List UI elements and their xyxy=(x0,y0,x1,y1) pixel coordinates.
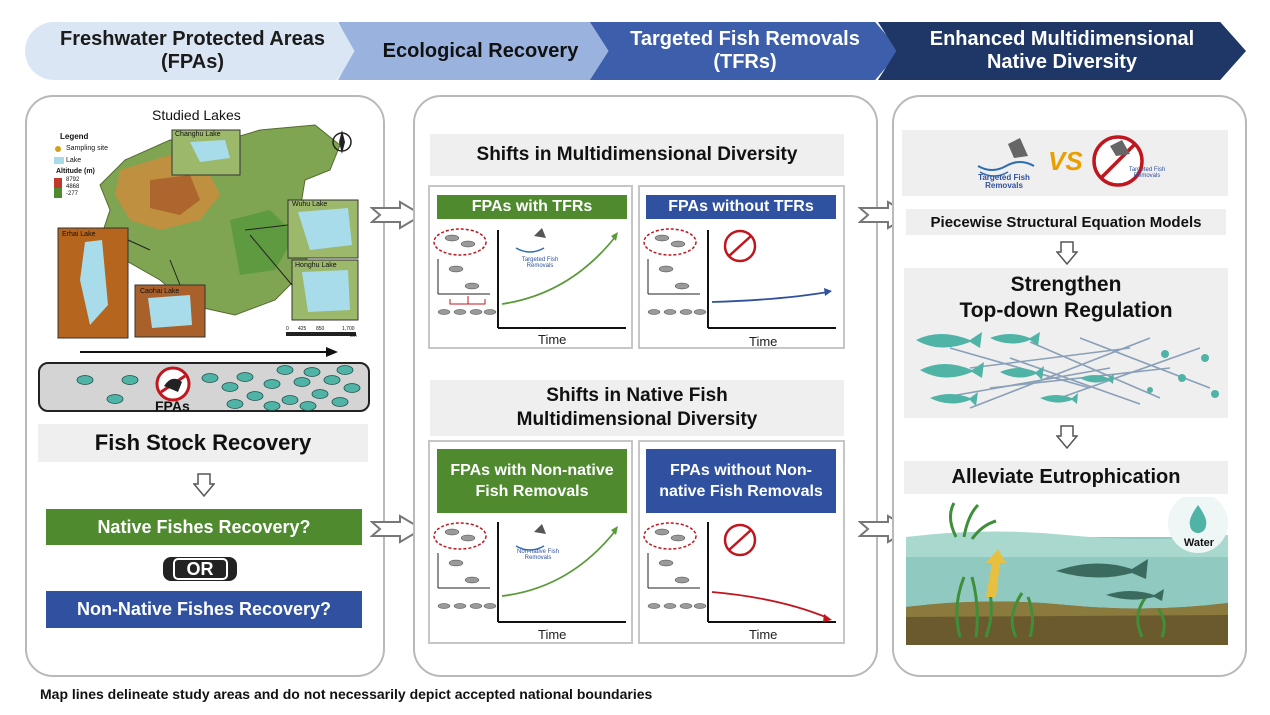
time-label-1: Time xyxy=(538,332,567,347)
svg-text:VS: VS xyxy=(1048,146,1083,176)
banner-step-ecological-recovery: Ecological Recovery xyxy=(338,22,613,80)
banner-step-fpas: Freshwater Protected Areas (FPAs) xyxy=(25,22,360,80)
lake-label-caohai: Caohai Lake xyxy=(140,288,180,295)
tfr-logo-label: Targeted Fish Removals xyxy=(521,257,559,269)
alleviate-eutrophication: Alleviate Eutrophication xyxy=(904,461,1228,494)
down-arrow-3-icon xyxy=(1056,425,1078,450)
or-label: OR xyxy=(172,558,228,580)
lake-label-erhai: Erhai Lake xyxy=(62,231,96,238)
altitude-mid: 4868 xyxy=(66,184,80,190)
right-arrow-1-icon xyxy=(370,200,424,230)
fpas-label: FPAs xyxy=(155,398,190,414)
altitude-high: 8792 xyxy=(66,177,80,183)
multidimensional-diversity-title: Shifts in Multidimensional Diversity xyxy=(430,134,844,176)
altitude-low: -277 xyxy=(66,191,79,197)
with-tfrs-graph xyxy=(433,228,626,329)
down-arrow-2-icon xyxy=(1056,241,1078,266)
tfr-vs-icons: VS xyxy=(977,135,1144,187)
fish-stock-recovery: Fish Stock Recovery xyxy=(38,424,368,462)
without-nonnative-graph xyxy=(643,522,836,623)
right-tfr-logo: Targeted Fish Removals xyxy=(978,173,1030,190)
time-progress-arrow xyxy=(80,347,338,357)
banner-step-native-diversity: Enhanced Multidimensional Native Diversi… xyxy=(878,22,1246,80)
lake-label-wuhu: Wuhu Lake xyxy=(292,201,328,208)
piecewise-sem-label: Piecewise Structural Equation Models xyxy=(906,209,1226,235)
water-label: Water xyxy=(1183,537,1215,549)
without-tfrs-graph xyxy=(643,228,836,329)
fpas-with-nonnative-removals: FPAs with Non-native Fish Removals xyxy=(437,449,627,513)
time-label-2: Time xyxy=(749,334,778,349)
vs-label: VS xyxy=(1048,147,1049,148)
scale-850: 850 xyxy=(316,326,325,332)
map-title: Studied Lakes xyxy=(152,107,241,123)
fpas-without-nonnative-removals: FPAs without Non-native Fish Removals xyxy=(646,449,836,513)
legend-lake: Lake xyxy=(66,157,82,164)
native-fish-diversity-title: Shifts in Native Fish Multidimensional D… xyxy=(430,380,844,436)
fish-school-illustration xyxy=(76,365,361,411)
native-title-line1: Shifts in Native Fish xyxy=(546,385,728,406)
right-no-tfr-logo: Targeted Fish Removals xyxy=(1128,167,1166,179)
legend-title: Legend xyxy=(60,132,89,141)
lake-label-honghu: Honghu Lake xyxy=(295,262,337,269)
banner-step-tfrs: Targeted Fish Removals (TFRs) xyxy=(590,22,900,80)
map-disclaimer: Map lines delineate study areas and do n… xyxy=(40,686,653,702)
scale-0: 0 xyxy=(286,326,289,332)
fish-population-tube xyxy=(38,362,370,412)
banner-step2-label: Ecological Recovery xyxy=(382,39,579,62)
non-native-fishes-recovery: Non-Native Fishes Recovery? xyxy=(46,591,362,628)
native-title-line2: Multidimensional Diversity xyxy=(516,409,758,430)
scale-1700: 1,700 xyxy=(342,326,355,332)
right-arrow-2-icon xyxy=(370,514,424,544)
time-label-4: Time xyxy=(749,627,778,642)
legend-altitude: Altitude (m) xyxy=(56,168,95,175)
fpas-with-tfrs: FPAs with TFRs xyxy=(437,195,627,219)
banner-step3-label: Targeted Fish Removals (TFRs) xyxy=(630,28,860,73)
regulation-line1: Strengthen xyxy=(1010,273,1122,296)
time-label-3: Time xyxy=(538,627,567,642)
nonnative-logo-label: Non-native Fish Removals xyxy=(516,549,560,561)
legend-sampling-site: Sampling site xyxy=(66,145,109,152)
top-down-regulation-title: Strengthen Top-down Regulation xyxy=(904,272,1228,324)
tfr-vs-no-tfr-box xyxy=(902,130,1228,196)
regulation-line2: Top-down Regulation xyxy=(959,299,1173,322)
fpas-without-tfrs: FPAs without TFRs xyxy=(646,195,836,219)
down-arrow-1-icon xyxy=(193,473,215,498)
lake-ecosystem-illustration xyxy=(906,497,1228,645)
scale-425: 425 xyxy=(298,326,307,332)
banner-step4-label: Enhanced Multidimensional Native Diversi… xyxy=(929,28,1195,73)
native-fishes-recovery: Native Fishes Recovery? xyxy=(46,509,362,545)
scale-unit: km xyxy=(350,333,357,339)
or-badge: OR xyxy=(163,557,237,581)
lake-label-changhu: Changhu Lake xyxy=(175,131,221,138)
with-nonnative-graph xyxy=(433,522,626,623)
food-web-illustration xyxy=(916,332,1219,409)
china-lakes-map xyxy=(54,124,359,339)
banner-step1-label: Freshwater Protected Areas (FPAs) xyxy=(60,28,325,73)
